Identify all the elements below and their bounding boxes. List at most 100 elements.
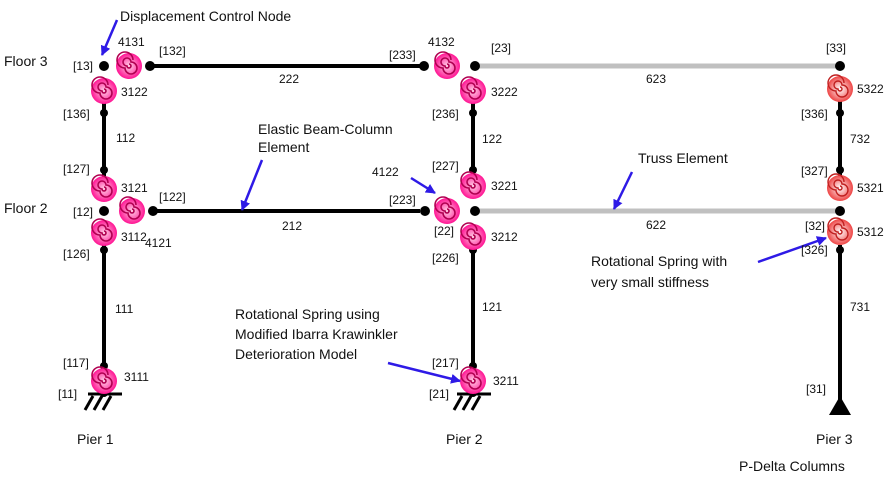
annotation-elastic-beam-column-line2: Element <box>258 139 309 155</box>
spring-5322 <box>826 74 854 103</box>
spring-label-4121: 4121 <box>145 236 172 250</box>
spring-3112 <box>90 218 118 247</box>
spring-label-3211: 3211 <box>493 374 519 388</box>
node-236-dot <box>469 109 477 117</box>
annotation-rot-spring-ik-line3: Deterioration Model <box>235 346 357 362</box>
node-label-217: [217] <box>432 356 459 370</box>
spring-3222 <box>459 76 487 105</box>
element-label-122: 122 <box>482 132 502 146</box>
node-label-226: [226] <box>432 251 459 265</box>
node-136-dot <box>100 109 108 117</box>
node-label-336: [336] <box>801 107 828 121</box>
pin-support-pier3 <box>829 396 851 415</box>
pier-2-label: Pier 2 <box>446 431 483 447</box>
arrow-displacement-control <box>100 19 119 56</box>
node-label-327: [327] <box>801 164 828 178</box>
spring-label-4132: 4132 <box>428 35 455 49</box>
node-13-dot <box>99 61 109 71</box>
annotation-p-delta-columns: P-Delta Columns <box>739 458 845 474</box>
node-label-127: [127] <box>63 162 90 176</box>
node-label-23: [23] <box>491 41 511 55</box>
node-label-326: [326] <box>801 243 828 257</box>
spring-3122 <box>90 76 118 105</box>
annotation-truss-element: Truss Element <box>638 150 728 166</box>
spring-label-5321: 5321 <box>857 181 884 195</box>
node-33-dot <box>835 61 845 71</box>
annotation-displacement-control-node: Displacement Control Node <box>120 8 291 24</box>
spring-4121 <box>118 196 146 225</box>
spring-3111 <box>90 366 118 395</box>
node-label-22: [22] <box>434 224 454 238</box>
annotation-elastic-beam-column-line1: Elastic Beam-Column <box>258 121 393 137</box>
arrow-elastic-beam <box>240 159 264 211</box>
spring-label-3221: 3221 <box>491 179 518 193</box>
node-label-21: [21] <box>429 387 449 401</box>
element-label-732: 732 <box>850 132 870 146</box>
spring-label-3112: 3112 <box>121 230 147 244</box>
node-122-dot <box>148 206 158 216</box>
node-label-236: [236] <box>432 107 459 121</box>
arrow-ibarra-krawinkler <box>387 361 461 384</box>
node-label-12: [12] <box>73 205 93 219</box>
node-label-31: [31] <box>806 382 826 396</box>
node-label-13: [13] <box>73 59 93 73</box>
spring-label-3212: 3212 <box>491 230 518 244</box>
spring-label-5312: 5312 <box>857 225 884 239</box>
element-label-111: 111 <box>115 302 134 316</box>
node-327-dot <box>836 166 844 174</box>
node-label-233: [233] <box>389 48 416 62</box>
node-336-dot <box>836 109 844 117</box>
node-22-dot <box>470 206 480 216</box>
node-233-dot <box>419 61 429 71</box>
spring-label-3121: 3121 <box>121 181 148 195</box>
annotation-rot-spring-small-line2: very small stiffness <box>591 274 709 290</box>
node-12-dot <box>99 206 109 216</box>
node-127-dot <box>100 166 108 174</box>
element-label-731: 731 <box>850 300 870 314</box>
node-126-dot <box>100 246 108 254</box>
element-label-623: 623 <box>646 72 666 86</box>
spring-5312 <box>826 217 854 246</box>
spring-4132 <box>433 51 461 80</box>
spring-3221 <box>459 171 487 200</box>
element-label-212: 212 <box>282 219 302 233</box>
annotation-rot-spring-ik-line1: Rotational Spring using <box>235 306 380 322</box>
node-label-122: [122] <box>159 190 186 204</box>
arrow-truss <box>612 171 634 210</box>
spring-3211 <box>459 366 487 395</box>
node-326-dot <box>836 246 844 254</box>
node-32-dot <box>835 206 845 216</box>
element-label-622: 622 <box>646 218 666 232</box>
node-label-136: [136] <box>63 107 90 121</box>
node-23-dot <box>470 61 480 71</box>
node-223-dot <box>420 206 430 216</box>
spring-5321 <box>826 173 854 202</box>
spring-label-3122: 3122 <box>121 85 148 99</box>
spring-label-5322: 5322 <box>857 82 884 96</box>
node-label-223: [223] <box>389 193 416 207</box>
arrow-small-stiffness <box>757 236 827 264</box>
pier-1-label: Pier 1 <box>77 431 114 447</box>
node-label-132: [132] <box>159 44 186 58</box>
node-label-117: [117] <box>63 356 89 370</box>
spring-3212 <box>459 222 487 251</box>
spring-label-4131: 4131 <box>118 35 145 49</box>
node-label-33: [33] <box>826 41 846 55</box>
arrow-spring-4122 <box>410 176 436 195</box>
spring-label-4122: 4122 <box>372 165 399 179</box>
element-label-121: 121 <box>482 300 502 314</box>
pier-3-label: Pier 3 <box>816 431 853 447</box>
node-label-126: [126] <box>63 247 90 261</box>
spring-3121 <box>90 174 118 203</box>
annotation-rot-spring-ik-line2: Modified Ibarra Krawinkler <box>235 326 398 342</box>
element-label-222: 222 <box>279 72 299 86</box>
annotation-rot-spring-small-line1: Rotational Spring with <box>591 253 727 269</box>
floor-2-label: Floor 2 <box>4 200 48 216</box>
spring-label-3111: 3111 <box>124 370 149 384</box>
fixed-support-pier1 <box>83 392 122 411</box>
spring-4131 <box>115 51 143 80</box>
node-label-227: [227] <box>432 159 459 173</box>
node-label-32: [32] <box>805 219 825 233</box>
floor-3-label: Floor 3 <box>4 53 48 69</box>
